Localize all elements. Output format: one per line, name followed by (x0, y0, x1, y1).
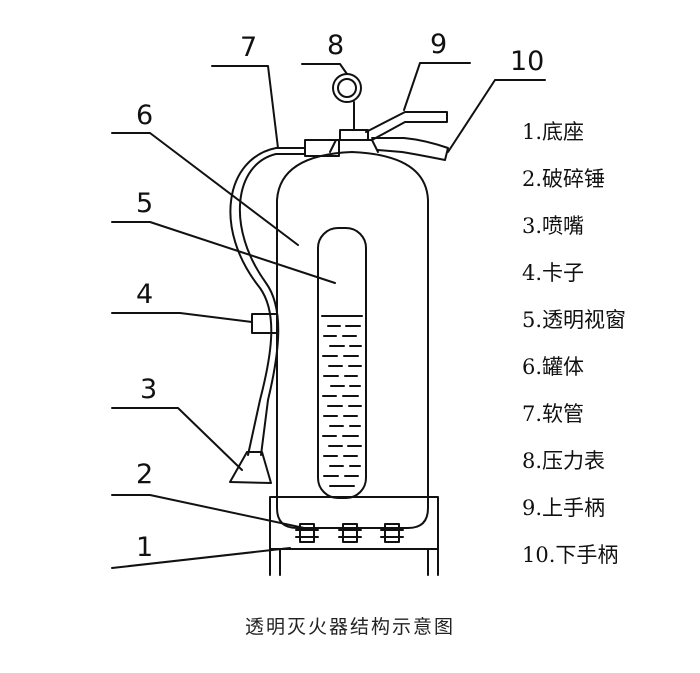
diagram-caption: 透明灭火器结构示意图 (244, 616, 455, 638)
legend-item-clamp: 4.卡子 (522, 261, 585, 285)
legend-item-hose: 7.软管 (522, 402, 585, 426)
liquid-level (321, 315, 363, 487)
callout-10: 10 (510, 46, 544, 77)
callout-8: 8 (327, 30, 344, 61)
breaker-hammers (295, 523, 404, 543)
callout-4: 4 (136, 279, 153, 310)
legend-item-breaker-hammer: 2.破碎锤 (522, 167, 606, 191)
upper-handle (365, 111, 448, 141)
callout-9: 9 (430, 29, 447, 60)
lower-handle (371, 137, 449, 161)
legend-item-tank: 6.罐体 (522, 355, 585, 379)
pressure-gauge (332, 73, 362, 103)
legend-item-lower-handle: 10.下手柄 (522, 543, 619, 567)
clamp (251, 313, 278, 334)
leader-lines (111, 62, 546, 569)
legend-item-window: 5.透明视窗 (522, 308, 627, 332)
tank-body (276, 151, 429, 529)
callout-2: 2 (136, 459, 153, 490)
nozzle (229, 451, 272, 484)
callout-6: 6 (136, 100, 153, 131)
callout-1: 1 (136, 532, 153, 563)
transparent-window (317, 227, 367, 499)
callout-3: 3 (140, 374, 157, 405)
legend-item-upper-handle: 9.上手柄 (522, 496, 606, 520)
hose (229, 147, 306, 456)
callout-7: 7 (240, 32, 257, 63)
legend-item-nozzle: 3.喷嘴 (522, 214, 585, 238)
valve-head (304, 101, 379, 157)
legend-item-base: 1.底座 (522, 120, 585, 144)
callout-5: 5 (136, 188, 153, 219)
legend-item-gauge: 8.压力表 (522, 449, 606, 473)
